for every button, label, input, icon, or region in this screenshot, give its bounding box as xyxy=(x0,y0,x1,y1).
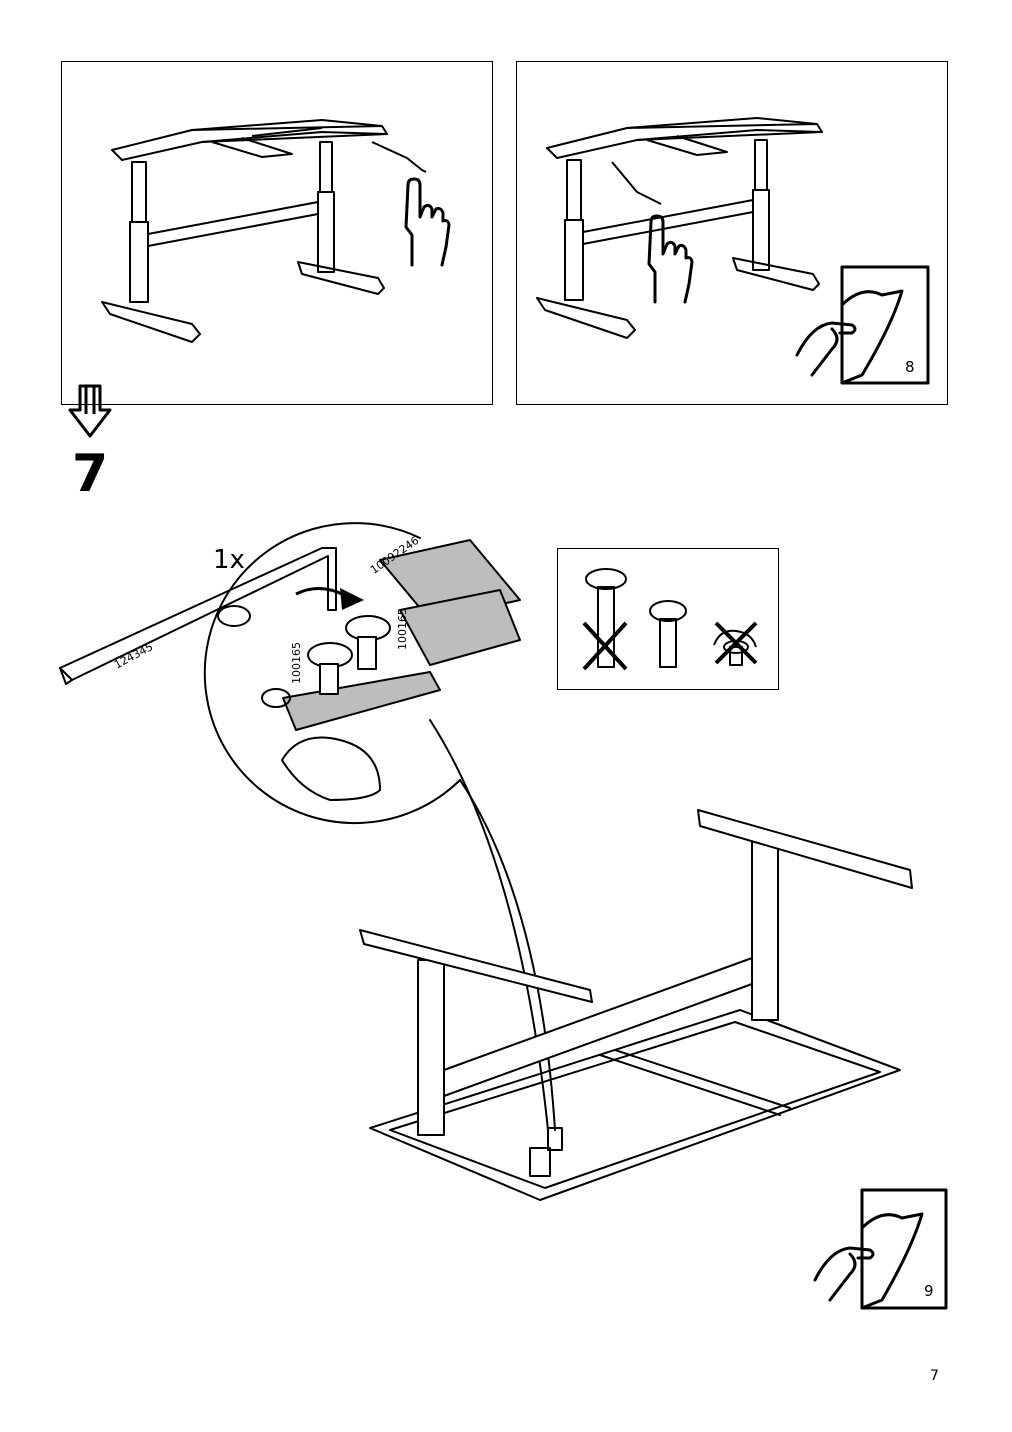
rotate-arrow-icon xyxy=(295,587,364,610)
cross-mark-icon xyxy=(714,621,758,665)
prestep-panel-left xyxy=(61,61,493,405)
page-ref-first: 8 xyxy=(905,358,915,376)
cross-mark-icon xyxy=(582,621,628,671)
page-ref-second: 9 xyxy=(924,1282,934,1300)
desk-frame-drawing-right xyxy=(536,117,823,339)
page-number: 7 xyxy=(930,1368,939,1384)
screw-guidance-box xyxy=(557,548,779,690)
pointing-finger-icon xyxy=(404,177,451,267)
desk-frame-drawing-left xyxy=(101,119,427,343)
turn-page-icon xyxy=(795,265,930,385)
turn-page-icon xyxy=(813,1188,948,1310)
step-down-arrow-icon xyxy=(68,384,112,438)
part-number-screw-right: 100165 xyxy=(396,608,409,650)
prestep-panel-right: 8 xyxy=(516,61,948,405)
part-number-screw-left: 100165 xyxy=(290,642,303,684)
quantity-label: 1x xyxy=(213,545,245,575)
pointing-finger-icon xyxy=(647,214,694,304)
step-number: 7 xyxy=(72,444,109,504)
screw-guidance-drawing xyxy=(585,568,757,668)
